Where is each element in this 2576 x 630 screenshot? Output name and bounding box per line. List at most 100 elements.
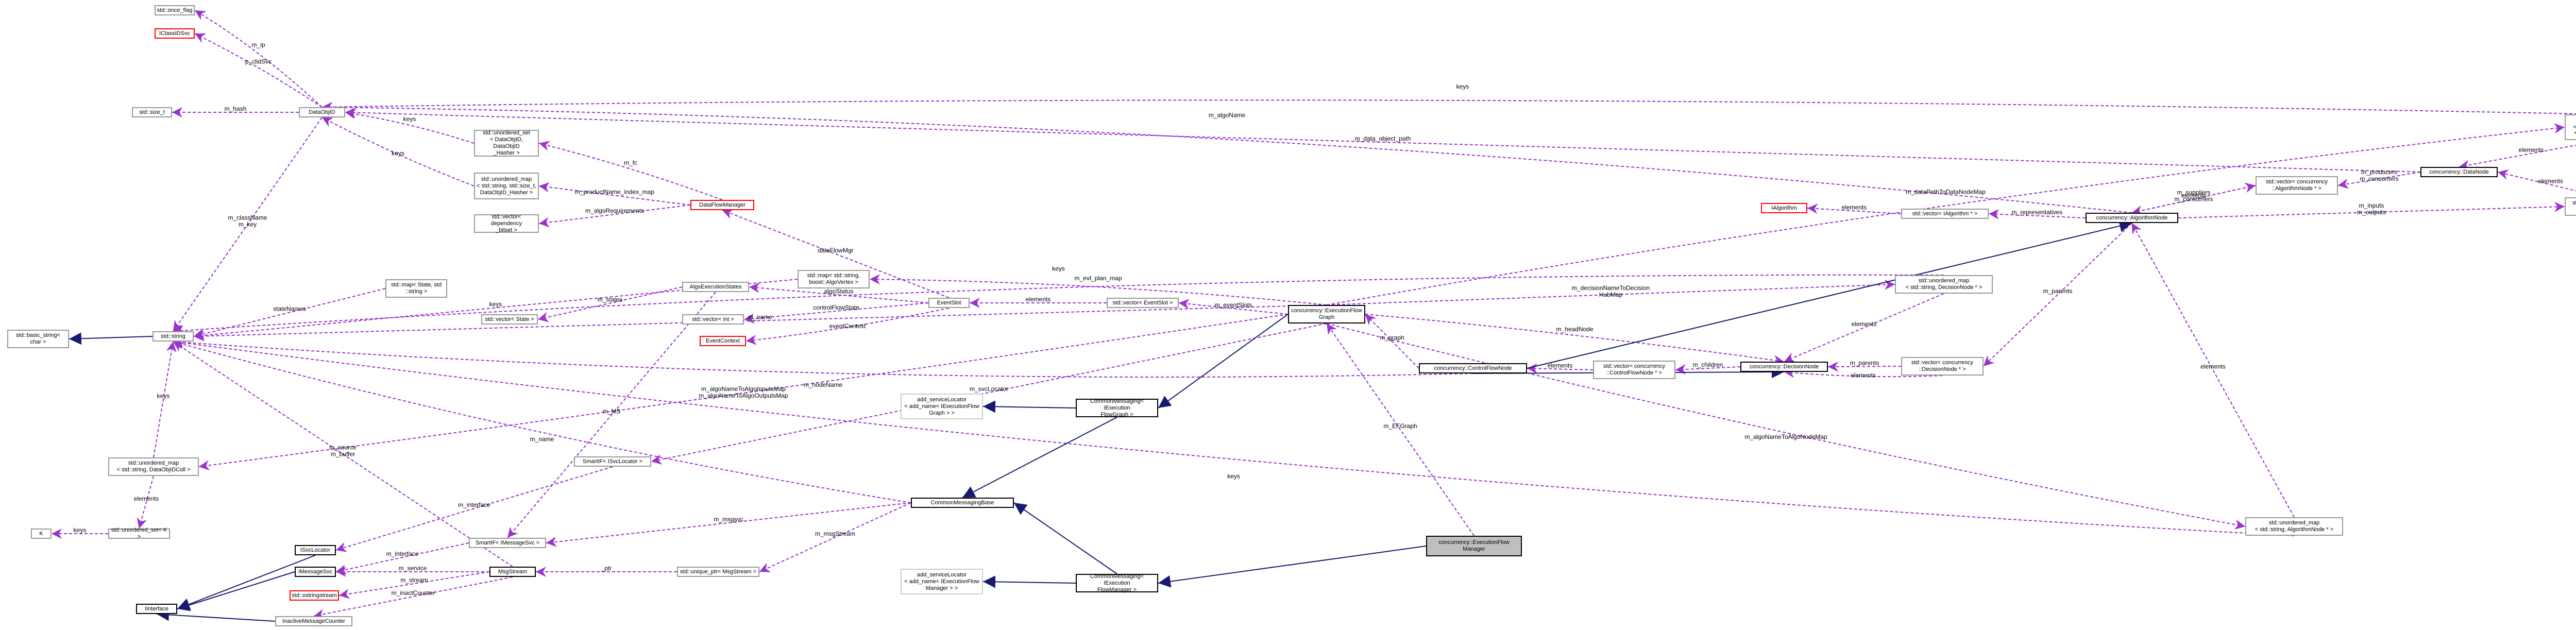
node-iinterface[interactable]: IInterface — [136, 604, 177, 614]
edge-label-m-parents-dn: m_parents — [1850, 360, 1879, 367]
node-std-basic-string[interactable]: std::basic_string< char > — [7, 330, 69, 348]
node-algsexecutionstates[interactable]: AlgsExecutionStates — [682, 282, 749, 292]
edge-label-m-headNode: m_headNode — [1556, 326, 1593, 333]
node-map-state-string[interactable]: std::map< State, std ::string > — [385, 279, 447, 298]
edge-label-elements-slot: elements — [1026, 296, 1051, 303]
edge-label-m-children: m_children — [1693, 361, 1723, 368]
node-commonmessaging-manager[interactable]: CommonMessaging< IExecution FlowManager … — [1076, 573, 1158, 593]
edge-label-elements-an: elements — [2181, 192, 2207, 199]
edge-label-elements-cfn: elements — [1548, 362, 1573, 369]
node-imessagesvc[interactable]: IMessageSvc — [295, 567, 336, 577]
edge-usage-53 — [1807, 203, 1902, 214]
edge-label-m-productName-index-map: m_productName_index_map — [575, 189, 654, 196]
node-dataflowmanager[interactable]: DataFlowManager — [690, 200, 754, 210]
node-std-ostringstream[interactable]: std::ostringstream — [290, 590, 339, 601]
edge-usage-17 — [193, 288, 386, 339]
edge-usage-46 — [1827, 361, 1902, 372]
edge-label-m-stream: m_stream — [400, 576, 428, 584]
edge-label-m-msgStream: m_msgStream — [815, 530, 855, 537]
node-vector-int[interactable]: std::vector< int > — [682, 314, 744, 325]
edge-usage-24 — [198, 314, 1289, 471]
edge-label-stateNames: stateNames — [273, 305, 306, 313]
node-std-size-t[interactable]: std::size_t — [132, 107, 172, 117]
node-unordered-map-string-dataobjcoll[interactable]: std::unordered_map < std::string, DataOb… — [108, 457, 199, 476]
edge-label-m-nodeName: m_nodeName — [804, 381, 843, 388]
node-vector-state[interactable]: std::vector< State > — [481, 314, 538, 325]
edge-label-pt: _ptr — [601, 565, 612, 572]
node-add-servicelocator-graph[interactable]: add_serviceLocator < add_name< IExecutio… — [901, 394, 983, 419]
edge-inherit-64 — [177, 555, 316, 610]
edge-usage-43 — [1365, 314, 1785, 366]
node-unordered-map-algorithmnode[interactable]: std::unordered_map < std::string, Algori… — [2245, 517, 2343, 536]
edge-label-m-algoName: m_algoName — [1209, 112, 1246, 119]
edge-usage-13 — [345, 107, 2421, 173]
node-vector-dependency-bitset[interactable]: std::vector< dependency _bitset > — [474, 214, 539, 233]
edge-label-elements-dn: elements — [1851, 372, 1876, 379]
node-vector-ialgorithm[interactable]: std::vector< IAlgorithm * > — [1901, 209, 1989, 219]
node-commonmessagingbase[interactable]: CommonMessagingBase — [911, 498, 1014, 508]
node-dataobjid[interactable]: DataObjID — [299, 107, 345, 117]
node-vector-datanode[interactable]: std::vector< concurrency ::DataNode * > — [2565, 197, 2576, 216]
node-controlflownode[interactable]: concurrency::ControlFlowNode — [1419, 363, 1527, 373]
node-msgstream[interactable]: MsgStream — [489, 567, 536, 577]
node-eventslot[interactable]: EventSlot — [928, 298, 970, 308]
edge-usage-58 — [2497, 169, 2576, 192]
edge-usage-45 — [1675, 364, 1741, 375]
node-std-string[interactable]: std::string — [152, 331, 194, 342]
node-unordered-set-k[interactable]: std::unordered_set< K > — [108, 527, 170, 540]
node-smartif-imessagesvc[interactable]: SmartIF< IMessageSvc > — [469, 538, 546, 548]
node-add-servicelocator-manager[interactable]: add_serviceLocator < add_name< IExecutio… — [901, 569, 983, 594]
edge-inherit-67 — [1527, 219, 2132, 369]
node-decisionnode[interactable]: concurrency::DecisionNode — [1740, 362, 1828, 372]
node-algorithmnode[interactable]: concurrency::AlgorithmNode — [2086, 213, 2178, 223]
node-unordered-map-dataobjid[interactable]: std::unordered_map < std::string, std::s… — [474, 173, 539, 199]
node-vector-decisionnode[interactable]: std::vector< concurrency ::DecisionNode … — [1901, 357, 1984, 376]
edge-usage-50 — [1326, 323, 2246, 530]
edge-label-m-representatives: m_representatives — [2012, 209, 2063, 216]
node-isvclocator[interactable]: ISvcLocator — [295, 545, 336, 555]
node-vector-algorithmnode[interactable]: std::vector< concurrency ::AlgorithmNode… — [2256, 176, 2338, 195]
node-unique-ptr-msgstream[interactable]: std::unique_ptr< MsgStream > — [677, 567, 759, 577]
edge-label-m-fc: m_fc — [624, 159, 637, 166]
edge-label-m-algoRequirements: m_algoRequirements — [585, 207, 644, 214]
edge-usage-32 — [335, 466, 613, 552]
edge-usage-54 — [1983, 223, 2132, 367]
edge-usage-40 — [173, 339, 911, 503]
edge-label-m-service: m_service — [399, 565, 427, 572]
node-vector-controlflownode[interactable]: std::vector< concurrency ::ControlFlowNo… — [1593, 361, 1675, 379]
edge-label-m-interface1: m_interface — [458, 501, 490, 508]
node-unordered-map-datanode[interactable]: std::unordered_map < DataObjID, DataNode… — [2565, 114, 2576, 140]
node-k[interactable]: K — [31, 529, 52, 539]
node-commonmessaging-graph[interactable]: CommonMessaging< IExecution FlowGraph > — [1076, 398, 1158, 418]
edge-usage-26 — [137, 475, 154, 529]
edge-usage-48 — [1784, 293, 1944, 363]
edge-label-m-graph: m_graph — [1380, 334, 1404, 342]
edge-usage-59 — [2178, 201, 2565, 218]
edge-label-m-name: m_name — [748, 314, 772, 321]
edge-label-p-clidSvc: p_clidSvc — [245, 58, 272, 65]
node-vector-eventslot[interactable]: std::vector< EventSlot > — [1107, 298, 1179, 308]
edge-usage-19 — [749, 282, 929, 303]
node-iclassidsvc[interactable]: IClassIDSvc — [155, 28, 195, 39]
node-inactivemessagecounter[interactable]: InactiveMessageCounter — [275, 616, 352, 626]
edge-usage-56 — [2131, 185, 2256, 216]
edge-inherit-74 — [156, 608, 276, 622]
node-executionflowmanager[interactable]: concurrency::ExecutionFlow Manager — [1426, 536, 1522, 556]
node-map-string-algovertex[interactable]: std::map< std::string, boost::AlgoVertex… — [798, 270, 870, 288]
edge-usage-11 — [321, 102, 2132, 213]
node-executionflowgraph[interactable]: concurrency::ExecutionFlow Graph — [1288, 305, 1365, 323]
edge-label-dataFlowMgr: dataFlowMgr — [818, 247, 853, 254]
node-unordered-map-decisionnode[interactable]: std::unordered_map < std::string, Decisi… — [1895, 275, 1993, 294]
node-ialgorithm[interactable]: IAlgorithm — [1761, 203, 1807, 213]
edge-usage-4 — [345, 109, 474, 144]
node-datanode[interactable]: concurrency::DataNode — [2420, 167, 2498, 177]
node-unordered-set-dataobjid[interactable]: std::unordered_set < DataObjID, DataObjI… — [474, 130, 539, 157]
edge-usage-28 — [507, 292, 716, 538]
node-std-once-flag[interactable]: std::once_flag — [155, 5, 195, 15]
node-eventcontext[interactable]: EventContext — [700, 336, 746, 346]
node-smartif-isvclocator[interactable]: SmartIF< ISvcLocator > — [574, 456, 651, 467]
